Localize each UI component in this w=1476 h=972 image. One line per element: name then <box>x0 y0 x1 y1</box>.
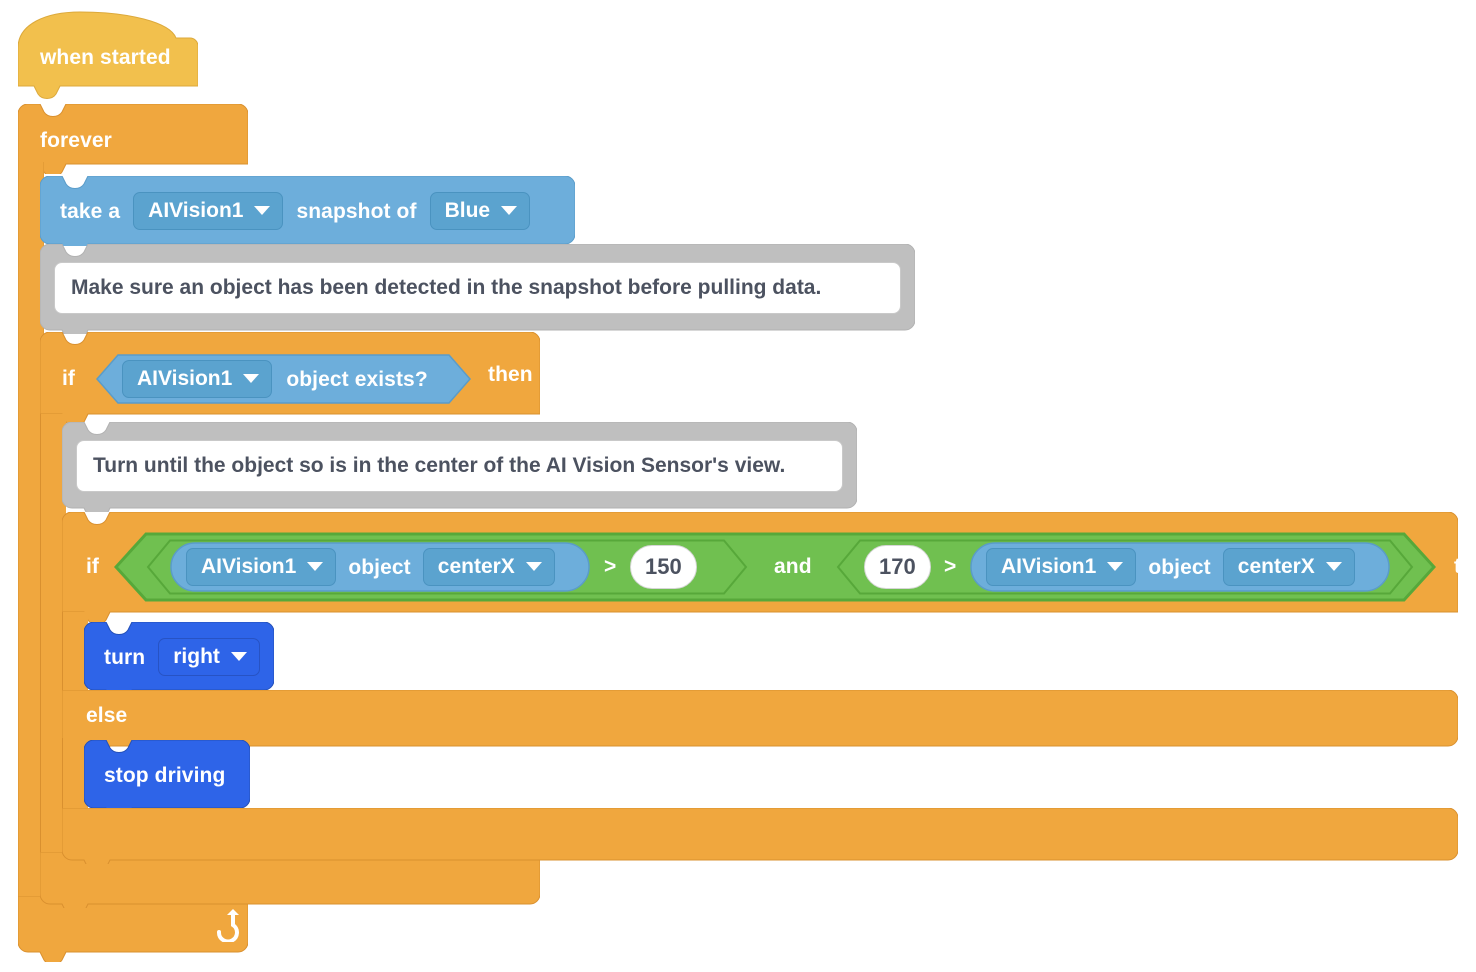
dropdown-property-2[interactable]: centerX <box>1222 548 1355 586</box>
chevron-down-icon <box>1107 562 1124 571</box>
dropdown-value: right <box>173 645 220 668</box>
dropdown-value: AIVision1 <box>1001 555 1097 578</box>
boolean-and-operator[interactable]: AIVision1 object centerX > 150 <box>114 532 1436 602</box>
block-stop-driving[interactable]: stop driving <box>84 740 250 810</box>
if-label-outer: if <box>62 366 76 390</box>
input-threshold-high[interactable]: 170 <box>864 545 931 589</box>
dropdown-value: Blue <box>444 199 491 222</box>
block-if-inner-footer <box>62 808 1458 864</box>
threshold-low-value: 150 <box>645 554 682 579</box>
dropdown-property-1[interactable]: centerX <box>422 548 555 586</box>
snapshot-of-label: snapshot of <box>296 199 417 223</box>
take-a-label: take a <box>60 199 121 223</box>
then-label-inner: then <box>1454 555 1476 578</box>
dropdown-vision-device-4[interactable]: AIVision1 <box>986 548 1137 586</box>
forever-label: forever <box>40 128 112 152</box>
block-comment-1[interactable]: Make sure an object has been detected in… <box>40 244 915 334</box>
when-started-label: when started <box>40 45 171 69</box>
dropdown-vision-device-2[interactable]: AIVision1 <box>122 360 273 398</box>
boolean-greater-than-left[interactable]: AIVision1 object centerX > 150 <box>146 539 748 595</box>
chevron-down-icon <box>525 562 542 571</box>
reporter-vision-object-property-left[interactable]: AIVision1 object centerX <box>170 542 590 592</box>
object-label-right: object <box>1148 555 1211 579</box>
then-label-outer: then <box>488 363 533 386</box>
chevron-down-icon <box>254 206 271 215</box>
comment-text-box[interactable]: Turn until the object so is in the cente… <box>76 440 843 492</box>
else-label: else <box>86 704 128 727</box>
dropdown-value: AIVision1 <box>148 199 244 222</box>
chevron-down-icon <box>307 562 324 571</box>
block-when-started[interactable]: when started <box>18 10 198 106</box>
turn-label: turn <box>104 645 146 669</box>
input-threshold-low[interactable]: 150 <box>630 545 697 589</box>
greater-than-symbol-right: > <box>944 555 957 578</box>
block-forever-header[interactable]: forever <box>18 104 248 174</box>
chevron-down-icon <box>1325 562 1342 571</box>
dropdown-vision-device-1[interactable]: AIVision1 <box>133 192 284 230</box>
boolean-greater-than-right[interactable]: 170 > AIVision1 object ce <box>836 539 1414 595</box>
greater-than-symbol-left: > <box>604 555 617 578</box>
reporter-vision-object-property-right[interactable]: AIVision1 object centerX <box>970 542 1390 592</box>
block-if-object-exists-header[interactable]: if AIVision1 object exists? then <box>40 332 540 424</box>
block-forever-footer[interactable] <box>18 896 248 962</box>
boolean-object-exists[interactable]: AIVision1 object exists? <box>96 354 471 404</box>
if-label-inner: if <box>86 555 100 578</box>
chevron-down-icon <box>501 206 518 215</box>
block-take-snapshot[interactable]: take a AIVision1 snapshot of Blue <box>40 176 575 246</box>
dropdown-turn-direction[interactable]: right <box>158 638 260 676</box>
chevron-down-icon <box>230 652 247 661</box>
dropdown-signature[interactable]: Blue <box>429 192 531 230</box>
forever-spine <box>18 162 44 900</box>
stop-driving-label: stop driving <box>104 763 226 787</box>
object-exists-label: object exists? <box>286 367 428 391</box>
block-else-bar[interactable]: else <box>62 690 1458 748</box>
dropdown-value: AIVision1 <box>137 367 233 390</box>
dropdown-value: centerX <box>437 555 515 578</box>
dropdown-value: centerX <box>1237 555 1315 578</box>
block-if-centerx-header[interactable]: if AIVision1 <box>62 512 1476 622</box>
comment-text-box[interactable]: Make sure an object has been detected in… <box>54 262 901 314</box>
block-turn[interactable]: turn right <box>84 622 274 692</box>
threshold-high-value: 170 <box>879 554 916 579</box>
and-label: and <box>774 555 812 578</box>
object-label-left: object <box>348 555 411 579</box>
chevron-down-icon <box>243 374 260 383</box>
dropdown-value: AIVision1 <box>201 555 297 578</box>
comment-text: Turn until the object so is in the cente… <box>93 454 786 477</box>
comment-text: Make sure an object has been detected in… <box>71 276 822 299</box>
dropdown-vision-device-3[interactable]: AIVision1 <box>186 548 337 586</box>
block-comment-2[interactable]: Turn until the object so is in the cente… <box>62 422 857 512</box>
loop-arrow-icon <box>217 909 239 942</box>
block-if-outer-footer <box>40 852 540 908</box>
